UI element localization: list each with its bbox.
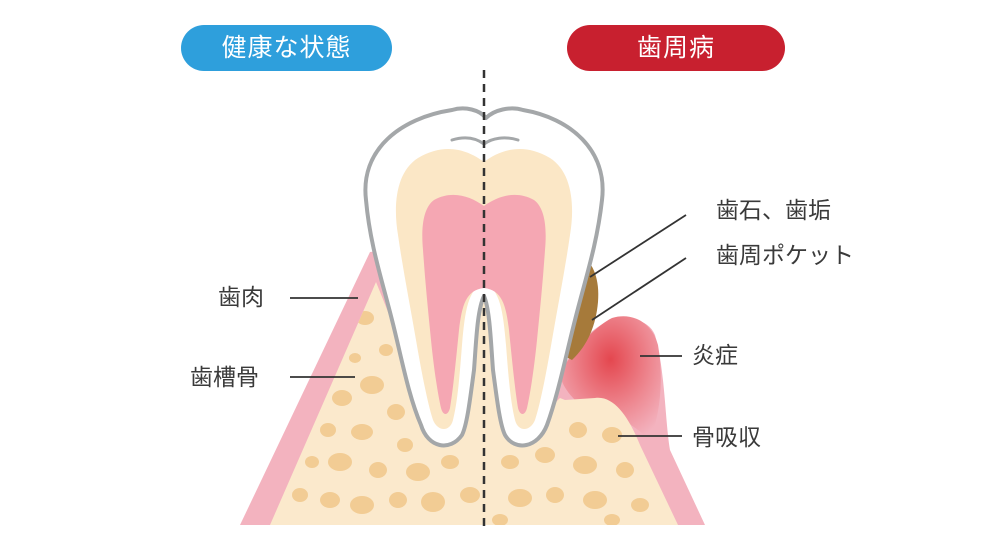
- tooth-pulp: [422, 194, 546, 414]
- leader-tartar: [589, 214, 687, 278]
- bone-spots: [292, 311, 649, 525]
- healthy-state-badge: 健康な状態: [181, 25, 392, 71]
- periodontal-disease-badge: 歯周病: [567, 25, 785, 71]
- label-periodontal-pocket: 歯周ポケット: [716, 243, 854, 269]
- label-inflammation: 炎症: [692, 343, 738, 369]
- label-alveolar-bone: 歯槽骨: [190, 365, 259, 391]
- label-tartar-plaque: 歯石、歯垢: [716, 198, 831, 224]
- inflammation-area: [560, 316, 661, 440]
- leader-pocket: [591, 257, 687, 321]
- label-bone-resorption: 骨吸収: [692, 425, 761, 451]
- label-gum: 歯肉: [218, 285, 264, 311]
